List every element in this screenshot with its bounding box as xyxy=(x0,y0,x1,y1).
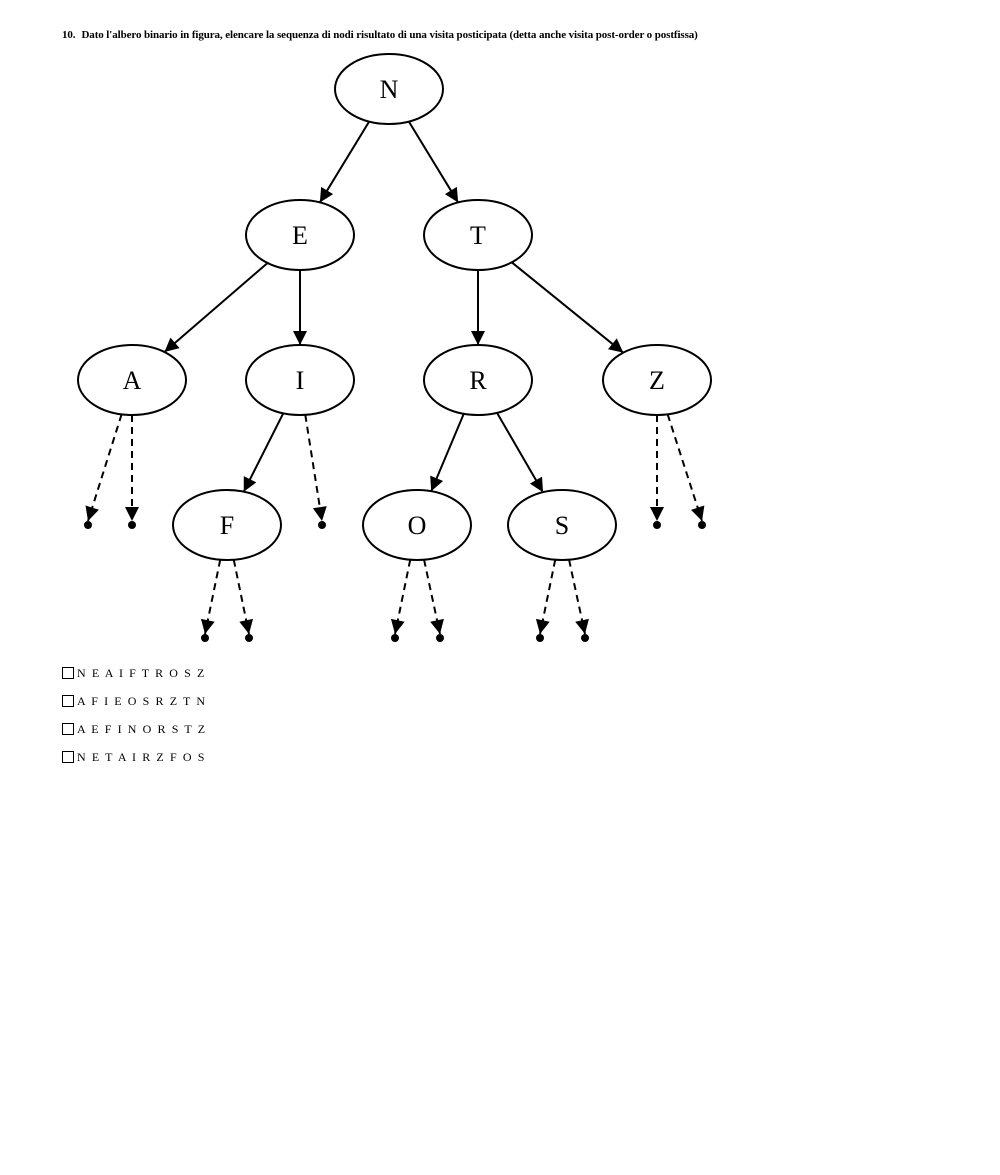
null-link-O xyxy=(423,559,444,635)
tree-node-O: O xyxy=(362,489,472,561)
null-pointer-dot xyxy=(84,521,92,529)
tree-node-ellipse xyxy=(245,344,355,416)
tree-node-label: A xyxy=(123,366,142,395)
null-pointer-dot xyxy=(436,634,444,642)
tree-node-N: N xyxy=(334,53,444,125)
question-prompt: Dato l'albero binario in figura, elencar… xyxy=(81,29,698,41)
null-pointer-dot xyxy=(391,634,399,642)
tree-edge-I-F xyxy=(242,412,285,493)
tree-edge-R-O xyxy=(430,413,465,492)
tree-node-ellipse xyxy=(362,489,472,561)
tree-node-ellipse xyxy=(77,344,187,416)
tree-node-ellipse xyxy=(172,489,282,561)
answer-option-label: N E A I F T R O S Z xyxy=(77,665,206,680)
checkbox[interactable] xyxy=(62,723,74,735)
null-pointer-dot xyxy=(201,634,209,642)
null-link-I xyxy=(304,414,327,522)
null-link-F xyxy=(200,559,222,635)
answer-option-3[interactable]: A E F I N O R S T Z xyxy=(62,722,207,736)
tree-node-label: I xyxy=(296,366,305,395)
null-pointer-dot xyxy=(581,634,589,642)
null-link-O xyxy=(390,559,412,635)
tree-node-ellipse xyxy=(423,344,533,416)
null-pointer-dot xyxy=(128,521,136,529)
null-link-A xyxy=(85,414,123,522)
tree-nodes: N E T A I R Z F O S xyxy=(77,53,712,561)
tree-edge-N-E xyxy=(318,121,371,203)
null-pointer-dot xyxy=(653,521,661,529)
tree-edges xyxy=(163,121,624,493)
tree-node-S: S xyxy=(507,489,617,561)
null-link-Z xyxy=(666,414,705,522)
tree-node-label: F xyxy=(220,511,234,540)
tree-node-label: Z xyxy=(649,366,665,395)
tree-null-links xyxy=(84,414,706,642)
tree-node-label: N xyxy=(380,75,399,104)
tree-edge-T-Z xyxy=(511,261,624,354)
tree-edge-R-S xyxy=(496,412,544,493)
binary-tree-diagram: N E T A I R Z F O S xyxy=(77,53,712,642)
answer-option-label: A E F I N O R S T Z xyxy=(77,721,207,736)
tree-node-E: E xyxy=(245,199,355,271)
tree-edge-N-T xyxy=(407,121,460,203)
tree-node-T: T xyxy=(423,199,533,271)
tree-node-ellipse xyxy=(245,199,355,271)
tree-node-label: T xyxy=(470,221,486,250)
null-link-S xyxy=(535,559,557,635)
tree-node-I: I xyxy=(245,344,355,416)
answer-option-label: N E T A I R Z F O S xyxy=(77,749,206,764)
question-text: 10. Dato l'albero binario in figura, elen… xyxy=(62,29,698,41)
answer-option-4[interactable]: N E T A I R Z F O S xyxy=(62,750,207,764)
tree-node-ellipse xyxy=(334,53,444,125)
tree-node-A: A xyxy=(77,344,187,416)
tree-node-ellipse xyxy=(507,489,617,561)
tree-node-ellipse xyxy=(602,344,712,416)
null-pointer-dot xyxy=(245,634,253,642)
question-number: 10. xyxy=(62,29,76,41)
tree-node-label: R xyxy=(469,366,487,395)
tree-node-label: S xyxy=(555,511,569,540)
tree-edge-E-A xyxy=(163,262,269,353)
checkbox[interactable] xyxy=(62,667,74,679)
checkbox[interactable] xyxy=(62,695,74,707)
tree-node-R: R xyxy=(423,344,533,416)
checkbox[interactable] xyxy=(62,751,74,763)
answer-option-1[interactable]: N E A I F T R O S Z xyxy=(62,666,207,680)
null-pointer-dot xyxy=(698,521,706,529)
answer-options: N E A I F T R O S Z A F I E O S R Z T N … xyxy=(62,666,207,778)
tree-node-label: O xyxy=(408,511,427,540)
null-link-F xyxy=(232,559,254,635)
answer-option-label: A F I E O S R Z T N xyxy=(77,693,207,708)
tree-node-label: E xyxy=(292,221,308,250)
tree-node-Z: Z xyxy=(602,344,712,416)
answer-option-2[interactable]: A F I E O S R Z T N xyxy=(62,694,207,708)
null-pointer-dot xyxy=(536,634,544,642)
null-link-S xyxy=(568,559,589,635)
null-pointer-dot xyxy=(318,521,326,529)
tree-node-F: F xyxy=(172,489,282,561)
tree-node-ellipse xyxy=(423,199,533,271)
